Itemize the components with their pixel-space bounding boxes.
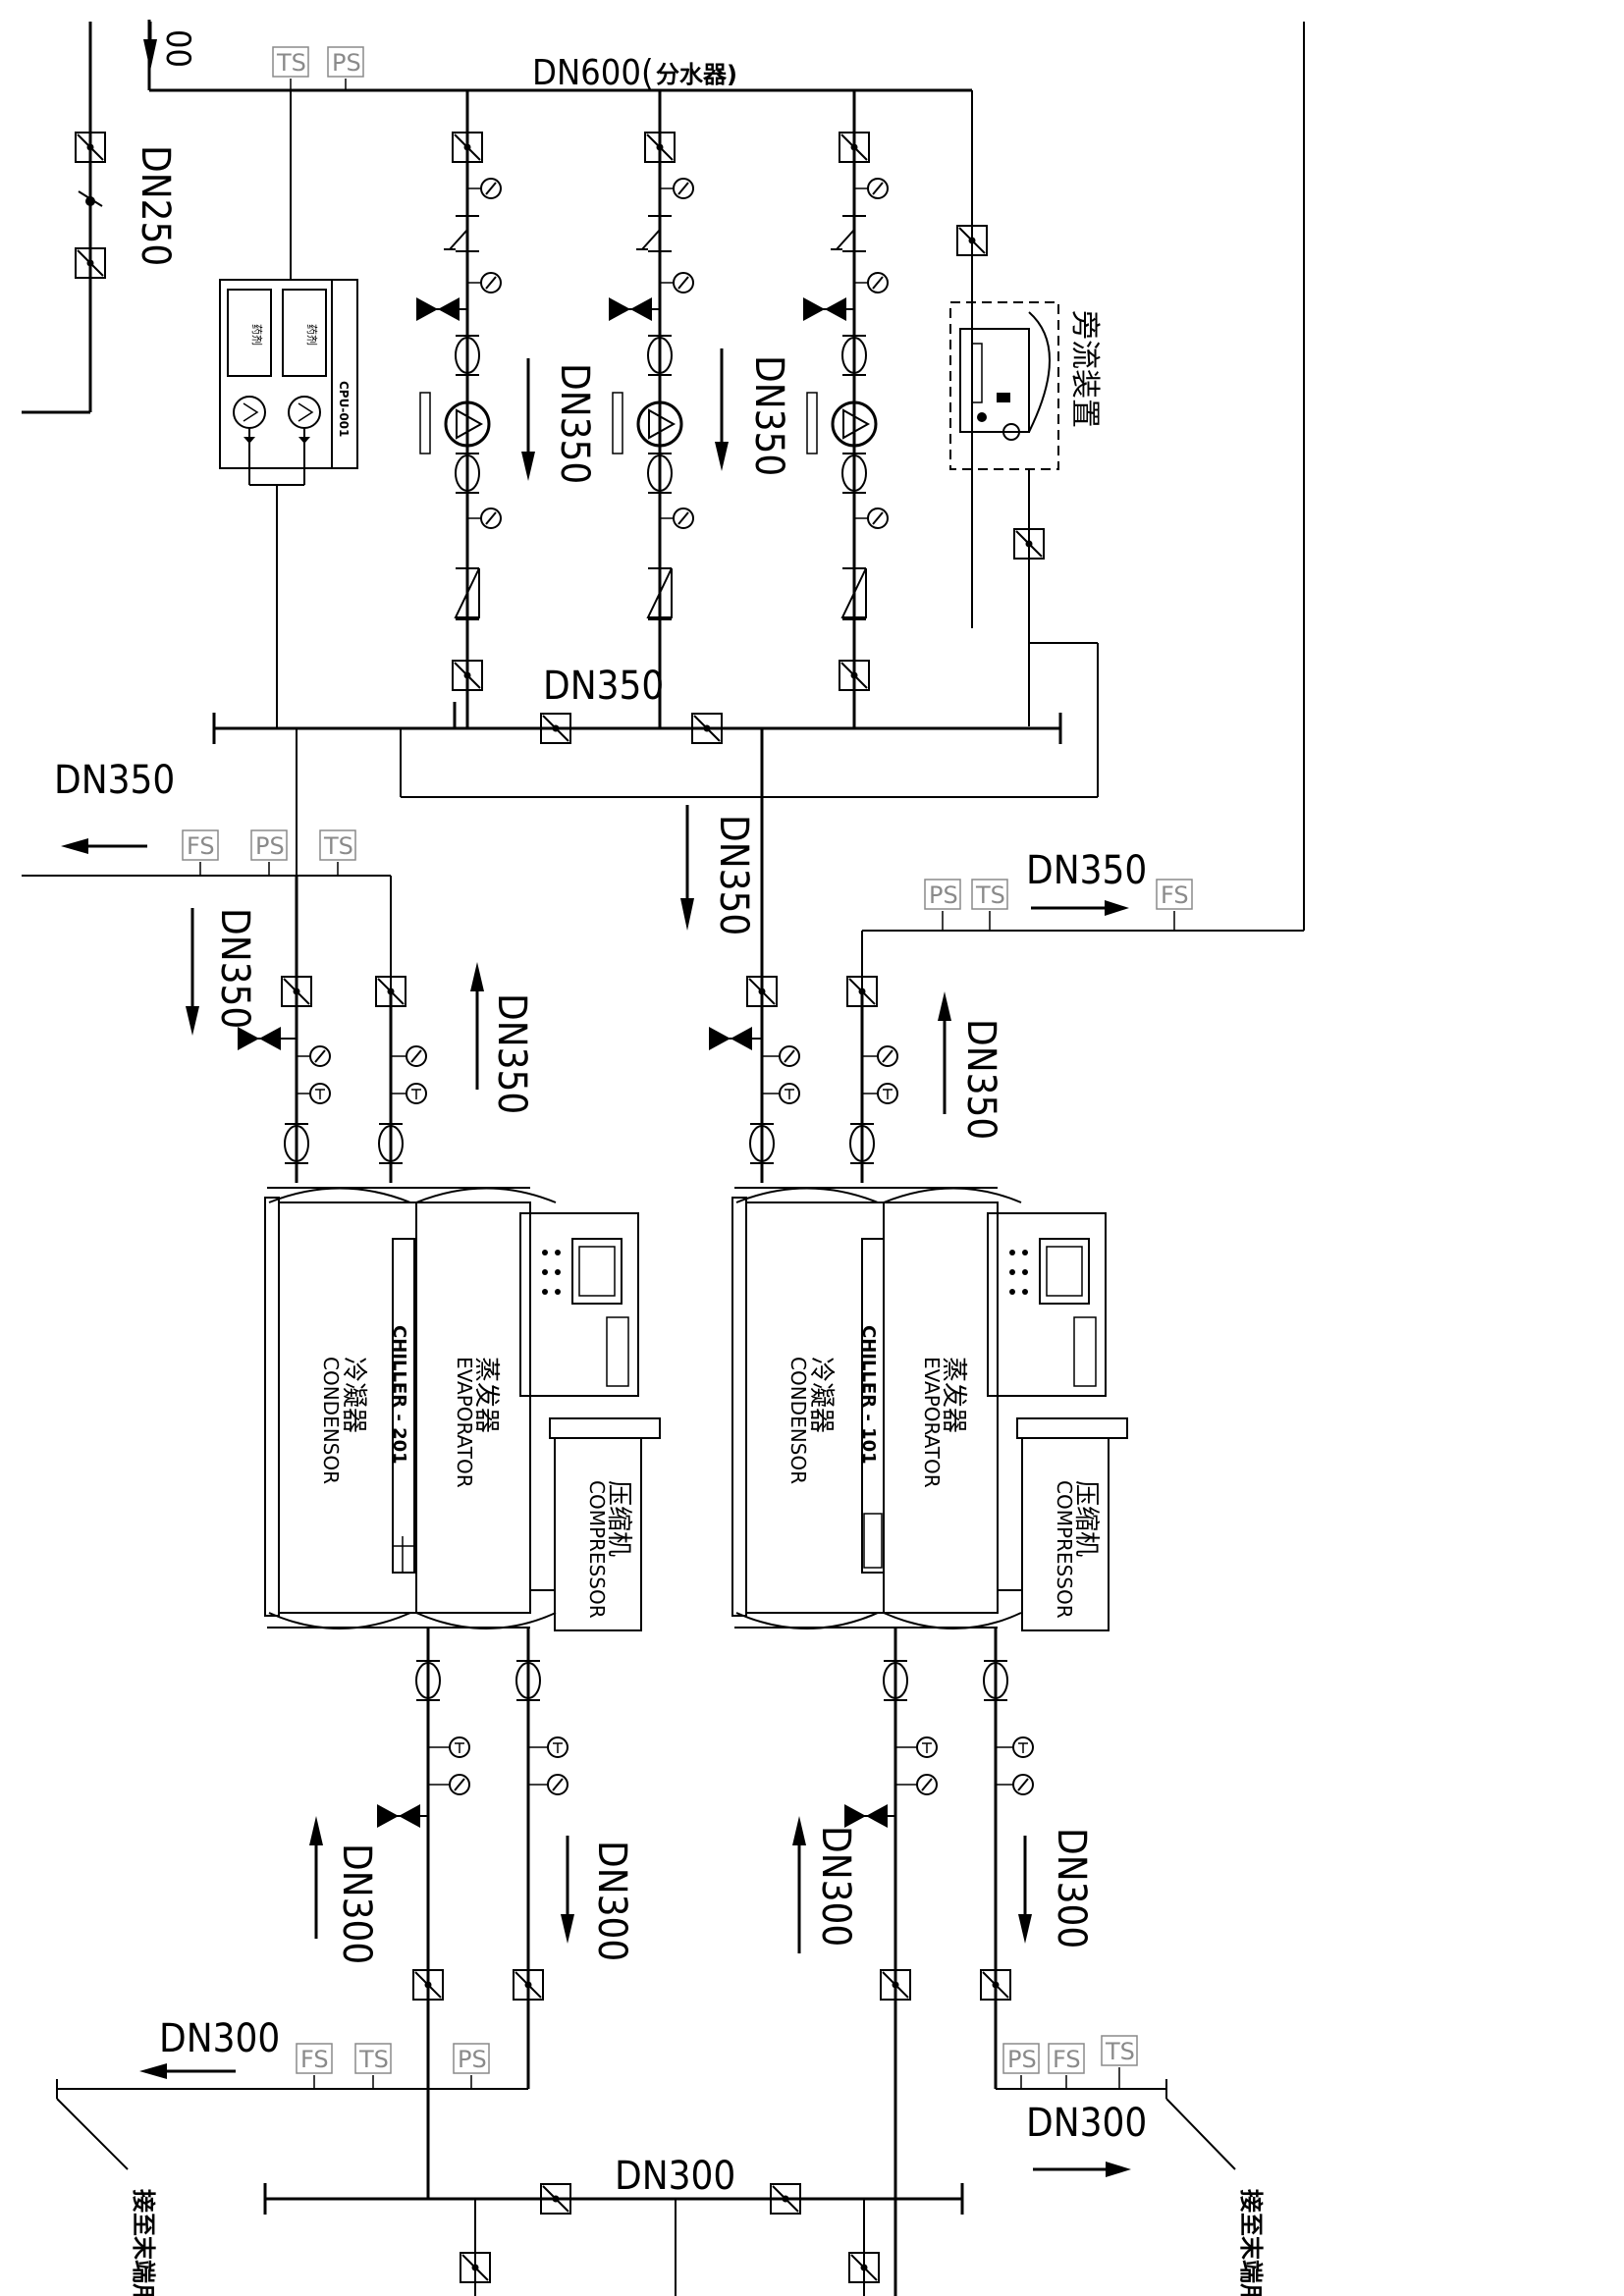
- sensor-ts-bottom-right: TS: [1105, 2038, 1135, 2065]
- header-pipe-label: DN600(: [532, 53, 654, 93]
- dn300-chiller101-out: DN300: [1049, 1828, 1094, 1949]
- chiller-101-bottom-piping: [843, 1628, 1034, 2296]
- sensor-ps-bottom-right: PS: [1007, 2046, 1037, 2073]
- dn300-chiller201-in: DN300: [334, 1843, 379, 1964]
- bypass-device-label: 旁流装置: [1067, 310, 1102, 428]
- chiller-201-compressor-en: COMPRESSOR: [585, 1480, 609, 1619]
- dn350-center: DN350: [711, 815, 756, 935]
- dn300-bottom-header: DN300: [615, 2154, 735, 2199]
- chiller-201-evaporator-en: EVAPORATOR: [453, 1357, 476, 1488]
- pump-branch-3: [802, 90, 889, 728]
- sensor-ps-bottom-left: PS: [458, 2046, 487, 2073]
- sensor-ps-top: PS: [332, 49, 361, 77]
- header-pipe-label-cn: 分水器): [656, 61, 737, 88]
- dn350-left: DN350: [54, 758, 175, 803]
- chiller-101-compressor-en: COMPRESSOR: [1053, 1480, 1076, 1619]
- chiller-101-evaporator-en: EVAPORATOR: [920, 1357, 944, 1488]
- top-corner-label: 00: [158, 29, 197, 68]
- dn350-right: DN350: [1026, 848, 1147, 893]
- chiller-201-top-piping: [237, 876, 427, 1183]
- chiller-101-condenser-en: CONDENSOR: [786, 1357, 810, 1484]
- chiller-201-condenser-cn: 冷凝器: [339, 1357, 368, 1433]
- sensor-ts-left: TS: [323, 832, 353, 860]
- sensor-ts-right: TS: [975, 881, 1005, 909]
- sensor-ps-left: PS: [255, 832, 285, 860]
- dn350-pump1: DN350: [552, 363, 597, 484]
- dn300-right: DN300: [1026, 2101, 1147, 2146]
- chiller-101-top-piping: [708, 976, 898, 1183]
- sensor-fs-right: FS: [1161, 881, 1189, 909]
- dosing-unit: [219, 279, 358, 469]
- chiller-201: CHILLER - 201 冷凝器 CONDENSOR 蒸发器 EVAPORAT…: [264, 1187, 661, 1631]
- chiller-101-evaporator-cn: 蒸发器: [939, 1357, 968, 1433]
- dn350-chiller101-out: DN350: [958, 1019, 1003, 1140]
- dn350-chiller201-out: DN350: [489, 993, 534, 1114]
- sensor-ps-right: PS: [929, 881, 958, 909]
- chiller-101-compressor-cn: 压缩机: [1071, 1480, 1101, 1557]
- bypass-device-box: [949, 301, 1059, 470]
- pump-branch-2: [608, 90, 694, 728]
- dn350-header: DN350: [543, 664, 664, 709]
- dn300-left: DN300: [159, 2016, 280, 2061]
- dn300-chiller201-out: DN300: [589, 1841, 634, 1961]
- sensor-ts-bottom-left: TS: [358, 2046, 389, 2073]
- chiller-201-compressor-cn: 压缩机: [604, 1480, 633, 1557]
- terminal-left: 接至末端用: [130, 2189, 157, 2296]
- sensor-fs-left: FS: [187, 832, 215, 860]
- chiller-201-condenser-en: CONDENSOR: [319, 1357, 343, 1484]
- chiller-201-bottom-piping: [376, 1628, 568, 2199]
- dosing-unit-id: CPU-001: [337, 381, 351, 437]
- dn300-chiller101-in: DN300: [813, 1826, 858, 1947]
- pump-branch-1: [415, 90, 502, 728]
- chiller-201-evaporator-cn: 蒸发器: [471, 1357, 501, 1433]
- dosing-tank-2: 药剂: [305, 324, 319, 346]
- chiller-101: CHILLER - 101 冷凝器 CONDENSOR 蒸发器 EVAPORAT…: [731, 1187, 1128, 1631]
- sensor-fs-bottom-right: FS: [1053, 2046, 1081, 2073]
- dn250-label: DN250: [133, 145, 178, 266]
- sensor-ts-top: TS: [276, 49, 306, 77]
- dn350-chiller201-in: DN350: [212, 908, 257, 1029]
- chiller-201-id: CHILLER - 201: [389, 1325, 409, 1465]
- dn350-pump2: DN350: [746, 355, 791, 476]
- chiller-101-condenser-cn: 冷凝器: [806, 1357, 836, 1433]
- chiller-101-id: CHILLER - 101: [858, 1325, 879, 1465]
- sensor-fs-bottom-left: FS: [300, 2046, 329, 2073]
- dosing-tank-1: 药剂: [250, 324, 264, 346]
- terminal-right: 接至末端用: [1237, 2189, 1265, 2296]
